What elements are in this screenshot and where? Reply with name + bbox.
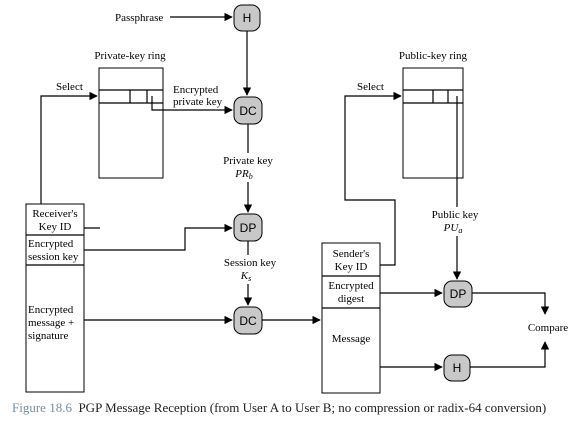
private-key-ring-label: Private-key ring <box>94 50 166 62</box>
hash-to-compare-arrow <box>470 341 550 368</box>
figure-caption: Figure 18.6 PGP Message Reception (from … <box>12 400 572 415</box>
hash-op-top-label: H <box>243 11 252 25</box>
encrypted-session-key-label-2: session key <box>28 251 79 263</box>
public-key-ring-label: Public-key ring <box>399 50 468 62</box>
encrypted-session-key-label-1: Encrypted <box>28 238 74 250</box>
pu-a-label: PUa <box>443 222 463 235</box>
compare-label: Compare <box>528 322 568 334</box>
decrypt-conventional-op-top-label: DC <box>239 104 257 118</box>
figure-number: Figure 18.6 <box>12 400 72 415</box>
hash-op-right <box>443 354 471 382</box>
pgp-reception-diagram: Passphrase H Private-key ring Select Enc… <box>25 4 568 394</box>
hash-op-right-label: H <box>453 361 462 375</box>
message-label: Message <box>332 333 371 345</box>
encrypted-message-label-1: Encrypted <box>28 304 74 316</box>
encrypted-private-key-arrow <box>151 96 233 115</box>
private-key-ring <box>98 67 164 179</box>
encrypted-message-label-3: signature <box>28 330 68 342</box>
passphrase-label: Passphrase <box>115 12 163 24</box>
pr-b-label: PRb <box>234 168 252 181</box>
encrypted-private-key-label-line2: private key <box>173 96 223 108</box>
signature-message-column <box>321 242 381 394</box>
select-right-arrow <box>344 91 402 266</box>
select-right-label: Select <box>357 81 384 93</box>
private-key-label: Private key <box>223 155 273 167</box>
session-key-label: Session key <box>224 257 277 269</box>
decrypt-conventional-op-mid-label: DC <box>239 314 257 328</box>
receiver-key-id-label-1: Receiver's <box>32 208 77 220</box>
sender-key-id-label-2: Key ID <box>335 261 368 273</box>
encrypted-digest-label-1: Encrypted <box>328 280 374 292</box>
dp-to-compare-arrow <box>472 292 550 315</box>
encrypted-private-key-label-line1: Encrypted <box>173 84 219 96</box>
encrypted-message-label-2: message + <box>28 317 74 329</box>
k-s-label: Ks <box>240 270 251 283</box>
encrypted-digest-label-2: digest <box>338 293 364 305</box>
figure-caption-text: PGP Message Reception (from User A to Us… <box>78 400 547 415</box>
receiver-key-id-label-2: Key ID <box>39 221 72 233</box>
decrypt-public-op-right <box>443 280 473 308</box>
select-left-label: Select <box>56 81 83 93</box>
public-key-ring <box>402 67 464 179</box>
encrypted-session-key-arrow <box>84 223 233 251</box>
decrypt-public-op-mid-label: DP <box>240 221 257 235</box>
sender-key-id-label-1: Sender's <box>333 248 370 260</box>
decrypt-public-op-right-label: DP <box>450 287 467 301</box>
public-key-label: Public key <box>432 209 479 221</box>
